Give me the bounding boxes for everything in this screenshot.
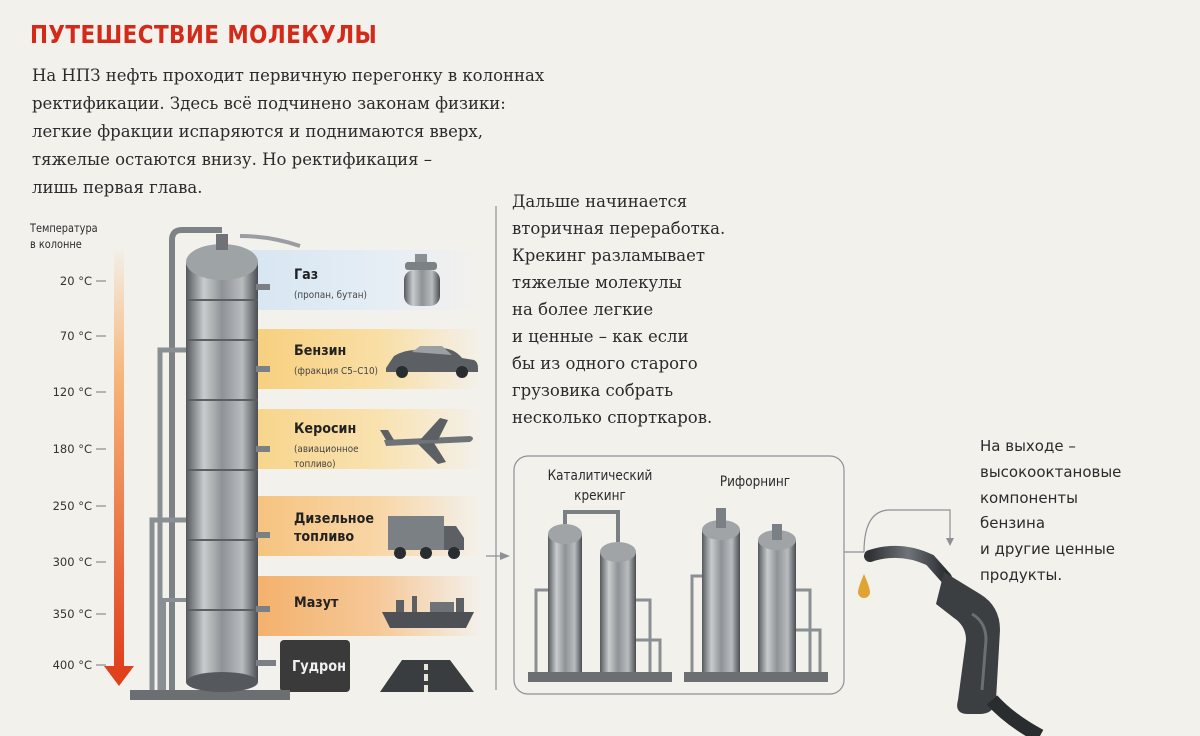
intro-line: легкие фракции испаряются и поднимаются …	[32, 122, 483, 141]
gudron-band	[280, 640, 350, 692]
fraction-benzin-label: Бензин	[294, 343, 347, 359]
intro-text: На НПЗ нефть проходит первичную перегонк…	[32, 62, 592, 202]
airplane-icon	[380, 418, 473, 464]
temperature-tick-label: 250 °C	[52, 499, 92, 513]
fraction-gas-sublabel: (пропан, бутан)	[294, 290, 367, 301]
temperature-tick-label: 400 °C	[52, 658, 92, 672]
fraction-diesel-label: Дизельное топливо	[294, 511, 375, 545]
secondary-processing-text: Дальше начинается вторичная переработка.…	[512, 192, 726, 427]
road-icon	[380, 660, 474, 692]
temperature-tick-label: 300 °C	[52, 555, 92, 569]
temperature-tick-label: 70 °C	[59, 329, 92, 343]
intro-line: лишь первая глава.	[32, 178, 203, 197]
intro-line: тяжелые остаются внизу. Но ректификация …	[32, 150, 433, 169]
temperature-arrow	[104, 250, 134, 686]
secondary-processing-frame	[513, 455, 845, 695]
distillation-column-icon	[130, 227, 301, 700]
fraction-kerosin-label: Керосин	[294, 421, 357, 437]
car-icon	[386, 346, 478, 378]
ship-icon	[382, 596, 474, 628]
gas-band	[250, 250, 482, 310]
fraction-gas-label: Газ	[294, 267, 319, 283]
temperature-tick-label: 120 °C	[52, 385, 92, 399]
gas-cylinder-icon	[404, 254, 440, 306]
temperature-ticks	[96, 280, 106, 666]
temperature-tick-label: 20 °C	[59, 274, 92, 288]
fraction-mazut-label: Мазут	[294, 595, 339, 611]
temperature-tick-label: 350 °C	[52, 607, 92, 621]
intro-line: На НПЗ нефть проходит первичную перегонк…	[32, 66, 545, 85]
reforming-label: Рифорнинг	[719, 474, 791, 490]
temperature-axis-title: Температура в колонне	[30, 221, 98, 251]
fraction-gudron-label: Гудрон	[292, 657, 347, 675]
fuel-nozzle-icon	[864, 545, 1044, 736]
fraction-kerosin-sublabel: (авиационное топливо)	[294, 444, 359, 470]
reforming-plant-icon	[684, 508, 828, 682]
fuel-drop-icon	[858, 574, 870, 598]
output-text: На выходе – высокооктановые компоненты б…	[980, 437, 1122, 584]
intro-line: ректификации. Здесь всё подчинено закона…	[32, 94, 506, 113]
truck-icon	[388, 516, 464, 559]
catalytic-cracking-label: Каталитический крекинг	[547, 468, 653, 504]
temperature-tick-label: 180 °C	[52, 442, 92, 456]
fraction-benzin-sublabel: (фракция C5–C10)	[294, 366, 378, 377]
page-title: ПУТЕШЕСТВИЕ МОЛЕКУЛЫ	[30, 20, 378, 49]
catalytic-cracking-plant-icon	[528, 510, 672, 682]
